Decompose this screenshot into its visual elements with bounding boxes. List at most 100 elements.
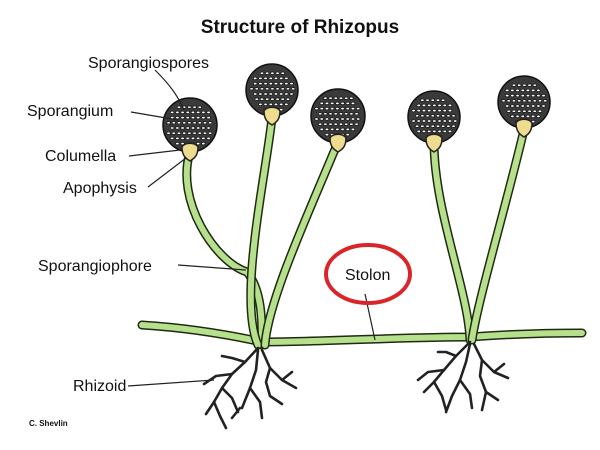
sporangiospore bbox=[350, 117, 356, 121]
sporangiospore bbox=[207, 131, 213, 135]
stolon-hypha bbox=[137, 320, 587, 347]
sporangiospore bbox=[268, 92, 274, 96]
sporangiospore bbox=[416, 119, 422, 123]
sporangiospore bbox=[542, 99, 548, 103]
sporangiospore bbox=[426, 108, 432, 113]
sporangiospore bbox=[510, 114, 515, 119]
sporangiospore bbox=[324, 106, 330, 111]
sporangiospore bbox=[328, 122, 333, 126]
sporangiospore bbox=[536, 104, 541, 108]
sporangiospore bbox=[324, 127, 330, 132]
sporangiospore bbox=[345, 117, 351, 121]
sporangiospore bbox=[192, 121, 197, 125]
sporangiospore bbox=[442, 103, 448, 108]
sporangiospore bbox=[197, 131, 203, 135]
sporangiospore bbox=[259, 71, 265, 75]
sporangiospore bbox=[166, 131, 171, 135]
sporangiospore bbox=[537, 109, 543, 113]
sporangiospore bbox=[520, 88, 526, 93]
rhizoid-right bbox=[416, 340, 510, 414]
sporangiospore bbox=[273, 81, 279, 86]
sporangiospore bbox=[323, 96, 328, 100]
sporangiospore bbox=[324, 132, 330, 137]
sporangiospore bbox=[252, 76, 258, 81]
sporangiospore bbox=[504, 104, 510, 108]
sporangiospore bbox=[329, 127, 335, 132]
sporangiospore bbox=[522, 109, 527, 113]
sporangiospore bbox=[425, 114, 430, 118]
sporangiospore bbox=[440, 98, 446, 102]
sporangiospore bbox=[197, 105, 203, 109]
sporangiospore bbox=[506, 99, 512, 103]
sporangiospore bbox=[420, 124, 425, 128]
sporangiospore bbox=[185, 136, 191, 141]
sporangiospore bbox=[258, 102, 263, 107]
sporangiospore bbox=[171, 121, 177, 125]
sporangiospore bbox=[435, 124, 441, 128]
sporangiospore bbox=[355, 106, 361, 111]
apophysis-columella bbox=[181, 142, 199, 162]
sporangiospore bbox=[206, 110, 211, 115]
sporangiospore bbox=[421, 129, 427, 134]
sporangiospore bbox=[510, 88, 515, 93]
sporangiospore bbox=[340, 117, 345, 121]
sporangiospore bbox=[280, 97, 286, 101]
sporangiospore bbox=[537, 99, 543, 103]
sporangiospore bbox=[506, 109, 512, 113]
sporangiospore bbox=[259, 87, 265, 91]
sporangiospore bbox=[175, 136, 180, 141]
sporangiospore bbox=[432, 129, 437, 134]
sporangiospore bbox=[435, 98, 441, 102]
sporangiospore bbox=[187, 121, 192, 125]
sporangiospore bbox=[432, 108, 437, 113]
apophysis-columella bbox=[329, 133, 347, 153]
sporangiospore bbox=[411, 119, 416, 123]
sporangiospore bbox=[536, 88, 541, 93]
sporangiospore bbox=[180, 126, 185, 130]
sporangium-head bbox=[407, 90, 461, 153]
sporangiospore bbox=[197, 121, 203, 125]
sporangiospore bbox=[501, 99, 506, 103]
diagram-title: Structure of Rhizopus bbox=[201, 17, 399, 38]
sporangiospore bbox=[333, 112, 339, 116]
sporangiospore bbox=[187, 131, 192, 135]
sporangiospore bbox=[447, 103, 453, 108]
sporangiospore bbox=[510, 104, 515, 108]
sporangiospore bbox=[195, 136, 201, 141]
sporangium-head bbox=[310, 88, 366, 153]
sporangiospore bbox=[273, 76, 279, 81]
sporangiospore bbox=[284, 92, 289, 96]
sporangiospore bbox=[335, 101, 340, 106]
sporangiospore bbox=[275, 97, 280, 101]
sporangiospore bbox=[333, 122, 339, 126]
sporangiospore bbox=[258, 76, 263, 81]
sporangiospore bbox=[349, 96, 354, 100]
sporangiospore bbox=[169, 110, 175, 115]
sporangiospore bbox=[273, 102, 279, 107]
sporangiospore bbox=[340, 106, 345, 111]
sporangiospore bbox=[446, 114, 451, 118]
sporangiospore bbox=[527, 99, 532, 103]
sporangiospore bbox=[522, 99, 527, 103]
sporangiospore bbox=[532, 109, 538, 113]
sporangiospore bbox=[317, 122, 323, 126]
sporangiospore bbox=[430, 124, 436, 128]
sporangiospore bbox=[525, 104, 531, 108]
sporangiospore bbox=[324, 117, 330, 121]
sporangiospore bbox=[284, 102, 289, 107]
sporangiospore bbox=[278, 81, 284, 86]
sporangiospore bbox=[349, 112, 354, 116]
sporangiospore bbox=[522, 83, 527, 87]
sporangiospore bbox=[442, 129, 448, 134]
apophysis-columella bbox=[515, 118, 533, 138]
sporangiospore bbox=[201, 126, 206, 130]
sporangiospore bbox=[324, 101, 330, 106]
sporangiospore bbox=[515, 88, 520, 93]
sporangiospore bbox=[252, 92, 258, 96]
sporangiospore bbox=[420, 98, 425, 102]
sporangiospore bbox=[345, 101, 351, 106]
sporangiospore bbox=[263, 92, 268, 96]
sporangiospore bbox=[355, 117, 361, 121]
sporangiospore bbox=[190, 136, 196, 141]
sporangiospore bbox=[442, 119, 448, 123]
